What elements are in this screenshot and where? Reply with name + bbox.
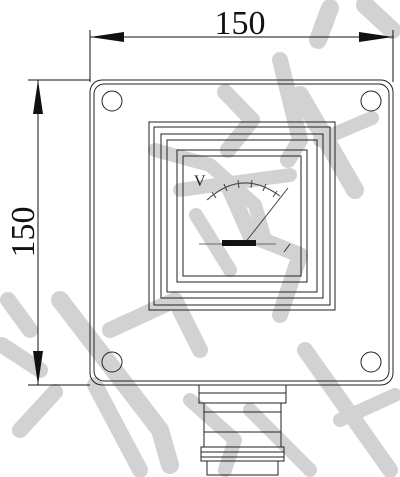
watermark-stroke bbox=[313, 111, 379, 147]
watermark-stroke bbox=[309, 0, 339, 49]
meter-face-inner bbox=[182, 155, 302, 277]
watermark-stroke bbox=[173, 168, 297, 197]
meter-needle bbox=[243, 187, 289, 245]
window-frame-3 bbox=[160, 133, 324, 299]
watermark-stroke bbox=[12, 384, 63, 438]
mounting-hole-top-left bbox=[101, 90, 123, 112]
width-arrow-left bbox=[90, 32, 124, 42]
watermark-stroke bbox=[222, 182, 308, 323]
width-label: 150 bbox=[215, 5, 266, 42]
cable-gland bbox=[198, 384, 287, 476]
scale-tick bbox=[272, 190, 278, 198]
mounting-hole-bottom-left bbox=[101, 351, 123, 373]
scale-tick bbox=[250, 179, 253, 189]
width-arrow-right bbox=[359, 32, 393, 42]
watermark-stroke bbox=[272, 52, 308, 168]
meter-pointer-bar bbox=[222, 240, 256, 246]
height-arrow-bottom bbox=[33, 351, 43, 385]
meter-zero-mark bbox=[283, 243, 291, 253]
scale-tick bbox=[223, 183, 228, 192]
watermark-stroke bbox=[87, 377, 148, 477]
watermark-stroke bbox=[356, 0, 400, 39]
gland-cap bbox=[206, 460, 279, 476]
scale-tick bbox=[237, 179, 240, 189]
window-frame-4 bbox=[166, 139, 318, 293]
watermark-stroke bbox=[0, 292, 38, 338]
height-dimension bbox=[28, 79, 90, 386]
watermark-stroke bbox=[0, 337, 48, 378]
watermark-stroke bbox=[189, 208, 237, 277]
watermark-stroke bbox=[183, 393, 242, 477]
height-arrow-top bbox=[33, 80, 43, 114]
scale-tick bbox=[262, 183, 267, 192]
watermark-stroke bbox=[333, 388, 400, 427]
enclosure-inner-frame bbox=[93, 83, 390, 382]
window-frame-1 bbox=[148, 121, 336, 311]
mounting-hole-top-right bbox=[360, 90, 382, 112]
watermark-stroke bbox=[243, 403, 317, 477]
meter-window bbox=[148, 121, 336, 311]
meter-unit-label: V bbox=[194, 173, 206, 190]
watermark-stroke bbox=[217, 84, 260, 158]
gland-thread bbox=[200, 446, 285, 462]
height-label: 150 bbox=[5, 207, 42, 258]
width-dimension bbox=[89, 30, 394, 82]
window-frame-2 bbox=[153, 126, 331, 306]
scale-tick bbox=[211, 191, 217, 199]
meter-face bbox=[176, 149, 308, 283]
watermark-stroke bbox=[51, 291, 179, 474]
watermark-stroke bbox=[102, 292, 208, 358]
mounting-hole-bottom-right bbox=[360, 351, 382, 373]
gland-nut-top bbox=[198, 384, 287, 404]
